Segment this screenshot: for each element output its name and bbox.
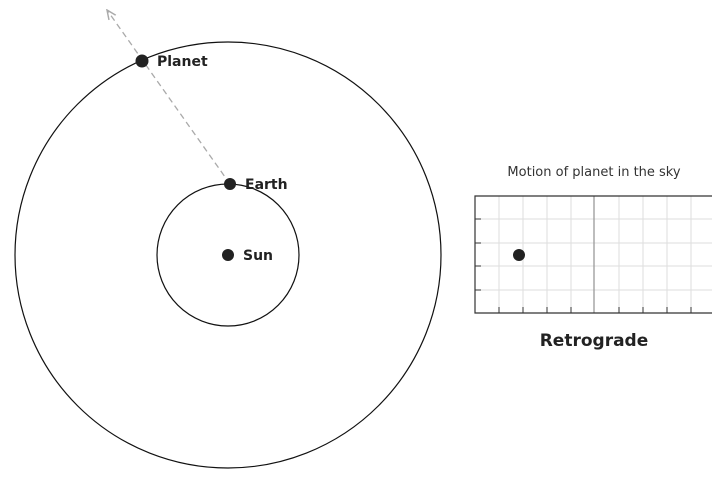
sky-planet-dot: [513, 249, 525, 261]
planet-orbit: [14, 41, 442, 469]
earth-label: Earth: [245, 177, 288, 193]
sun-dot: [222, 249, 234, 261]
sky-panel-title: Motion of planet in the sky: [507, 165, 680, 180]
sky-panel-caption: Retrograde: [540, 331, 649, 351]
sun-label: Sun: [243, 248, 273, 264]
planet-dot: [135, 54, 149, 68]
sky-panel-frame: [474, 195, 712, 314]
line-of-sight-arrow: [107, 10, 231, 185]
sky-grid: [474, 195, 712, 314]
planet-label: Planet: [157, 54, 208, 70]
earth-dot: [224, 178, 236, 190]
